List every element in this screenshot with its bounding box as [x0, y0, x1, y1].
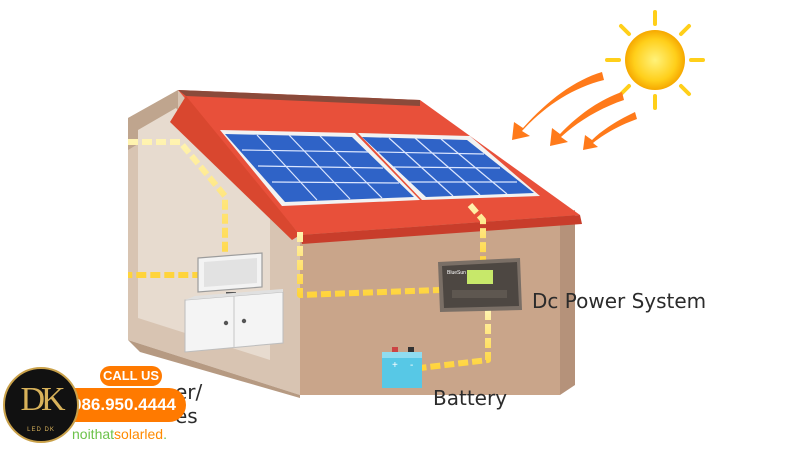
svg-text:+: + [392, 360, 398, 371]
website-link[interactable]: noithatsolarled. [72, 426, 167, 442]
logo-monogram: DK [20, 381, 65, 418]
website-part3: . [163, 426, 167, 442]
solar-panel-left [220, 130, 420, 206]
call-us-tag[interactable]: CALL US [100, 366, 162, 386]
phone-number-button[interactable]: 086.950.4444 [70, 388, 186, 422]
solar-panel-right [358, 133, 540, 200]
website-part2: solarled [114, 426, 164, 442]
dc-power-system-label: Dc Power System [532, 289, 707, 313]
logo-subtext: LED DK [27, 427, 55, 433]
dc-power-device: BlueSun [438, 258, 522, 312]
battery-label: Battery [433, 386, 508, 410]
cabinet [184, 289, 284, 353]
website-part1: noithat [72, 426, 115, 442]
brand-logo: DK LED DK [3, 367, 79, 443]
sun-icon [605, 10, 705, 110]
sun-ray-arrows [512, 72, 637, 150]
device-badge: BlueSun [447, 270, 466, 276]
tv-icon [197, 252, 263, 298]
svg-text:-: - [410, 360, 413, 371]
battery-icon: + - [382, 347, 422, 388]
